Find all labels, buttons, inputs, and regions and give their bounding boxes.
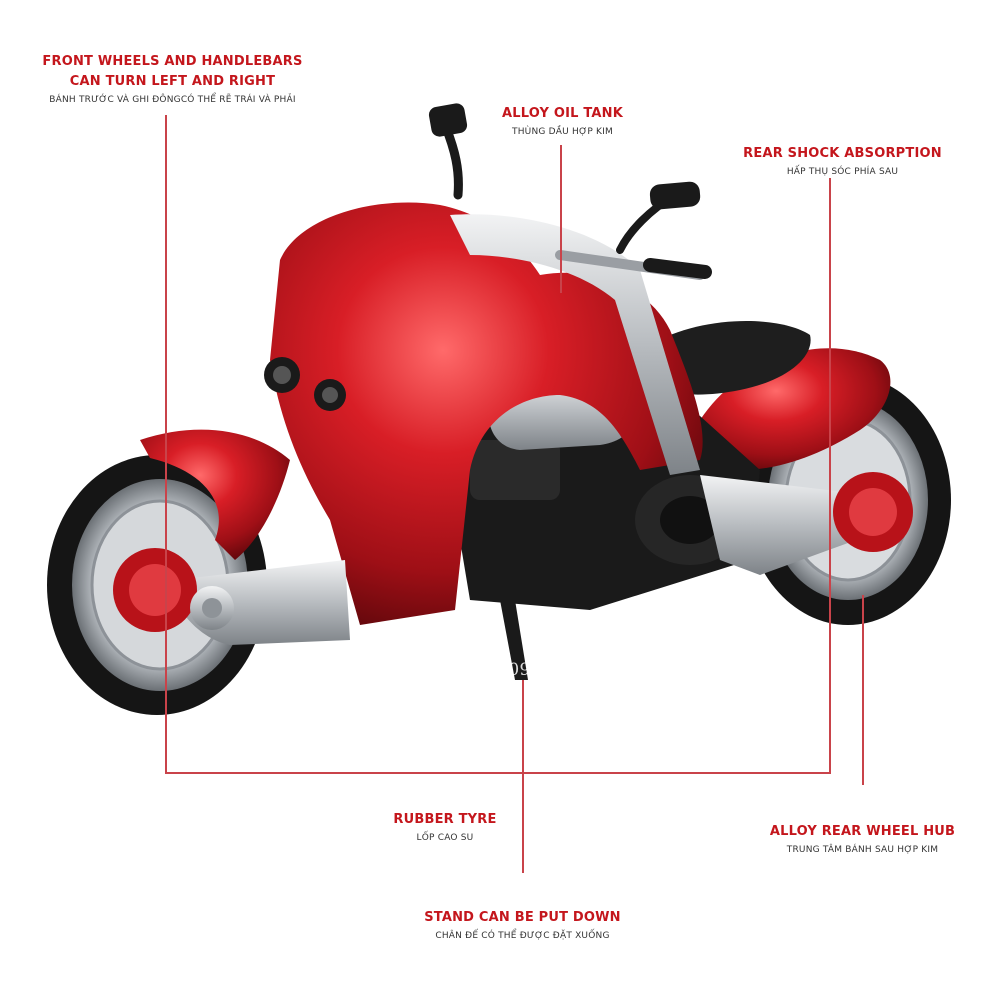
leader-oil-tank-vertical xyxy=(560,145,562,293)
callout-title: STAND CAN BE PUT DOWN xyxy=(424,910,621,925)
headlights xyxy=(264,357,346,411)
callout-subtitle: LỐP CAO SU xyxy=(416,833,474,843)
kickstand xyxy=(500,600,528,680)
callout-title: REAR SHOCK ABSORPTION xyxy=(743,146,942,161)
callout-subtitle: BÁNH TRƯỚC VÀ GHI ĐÔNGCÓ THỂ RẼ TRÁI VÀ … xyxy=(49,95,296,105)
store-watermark: Store ID 1104409268 xyxy=(372,660,564,680)
callout-stand: STAND CAN BE PUT DOWN CHÂN ĐẾ CÓ THỂ ĐƯỢ… xyxy=(405,908,640,944)
leader-stand-vertical xyxy=(522,680,524,873)
rear-hub xyxy=(833,472,913,552)
leader-front-vertical xyxy=(165,115,167,773)
callout-subtitle: THÙNG DẦU HỢP KIM xyxy=(512,127,613,137)
callout-subtitle: HẤP THỤ SÓC PHÍA SAU xyxy=(786,167,899,177)
leader-rear-shock-vertical xyxy=(829,178,831,774)
callout-title: ALLOY OIL TANK xyxy=(501,106,624,121)
callout-title-line1: FRONT WHEELS AND HANDLEBARS xyxy=(42,54,303,69)
leader-bottom-horizontal xyxy=(165,772,830,774)
frame xyxy=(450,214,700,475)
callout-title: RUBBER TYRE xyxy=(393,812,497,827)
callout-title-line2: CAN TURN LEFT AND RIGHT xyxy=(69,74,276,89)
swingarm xyxy=(700,475,870,575)
callout-rear-shock: REAR SHOCK ABSORPTION HẤP THỤ SÓC PHÍA S… xyxy=(730,144,955,180)
front-hub xyxy=(113,548,234,632)
callout-title: ALLOY REAR WHEEL HUB xyxy=(769,824,956,839)
front-fender xyxy=(140,429,290,560)
callout-rubber-tyre: RUBBER TYRE LỐP CAO SU xyxy=(375,810,515,846)
callout-oil-tank: ALLOY OIL TANK THÙNG DẦU HỢP KIM xyxy=(480,104,645,140)
callout-front-wheels: FRONT WHEELS AND HANDLEBARS CAN TURN LEF… xyxy=(25,52,320,108)
body-fairing xyxy=(270,202,703,625)
right-mirror xyxy=(649,181,701,210)
callout-subtitle: TRUNG TÂM BÁNH SAU HỢP KIM xyxy=(786,845,939,855)
seat xyxy=(650,321,811,395)
leader-hub-vertical xyxy=(862,595,864,785)
callout-subtitle: CHÂN ĐẾ CÓ THỂ ĐƯỢC ĐẶT XUỐNG xyxy=(435,931,610,941)
callout-rear-hub: ALLOY REAR WHEEL HUB TRUNG TÂM BÁNH SAU … xyxy=(750,822,975,858)
left-mirror xyxy=(428,103,468,137)
